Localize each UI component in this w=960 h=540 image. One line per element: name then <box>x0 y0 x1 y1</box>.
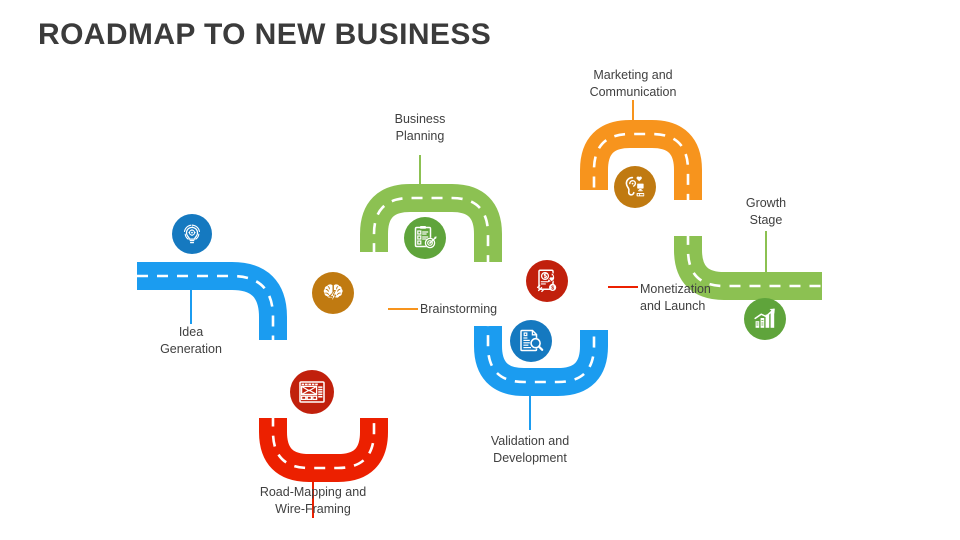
road-path-group <box>137 120 822 482</box>
stage-label-business-planning: Business Planning <box>394 112 446 143</box>
money-rocket-icon: $ <box>536 269 557 293</box>
icon-badge-growth-stage[interactable] <box>744 298 786 340</box>
icon-badge-road-mapping-wire-framing[interactable] <box>290 370 334 414</box>
stage-label-road-mapping-wire-framing: Road-Mapping and Wire-Framing <box>259 485 367 516</box>
icon-badge-business-planning[interactable] <box>404 217 446 259</box>
clipboard-target-icon <box>414 226 437 249</box>
icon-badge-brainstorming[interactable] <box>312 272 354 314</box>
stage-label-brainstorming: Brainstorming <box>420 302 498 316</box>
ear-media-icon <box>625 176 645 197</box>
icon-badge-idea-generation[interactable] <box>172 214 212 254</box>
lightbulb-gear-icon <box>183 224 201 244</box>
connector-road-mapping-wire-framing <box>312 482 314 518</box>
brain-lightning-icon <box>323 284 343 304</box>
stage-connector-lines <box>190 100 767 484</box>
wireframe-layout-icon <box>299 381 325 403</box>
stage-label-monetization-and-launch: Monetization and Launch <box>640 282 711 313</box>
stage-label-growth-stage: Growth Stage <box>745 196 787 227</box>
growth-chart-icon <box>754 308 775 328</box>
icon-badge-marketing-and-communication[interactable] <box>614 166 656 208</box>
stage-label-validation-and-development: Validation and Development <box>490 434 570 465</box>
svg-text:$: $ <box>551 285 554 291</box>
icon-badge-monetization-and-launch[interactable]: $ <box>526 260 568 302</box>
road-segment-green-end <box>674 236 822 300</box>
road-segment-red-uturn <box>259 418 388 482</box>
stage-label-idea-generation: Idea Generation <box>160 325 222 356</box>
icon-badge-validation-and-development[interactable] <box>510 320 552 362</box>
page-title: ROADMAP TO NEW BUSINESS <box>38 18 492 51</box>
stage-label-marketing-and-communication: Marketing and Communication <box>589 68 677 99</box>
document-magnifier-icon <box>520 329 544 352</box>
